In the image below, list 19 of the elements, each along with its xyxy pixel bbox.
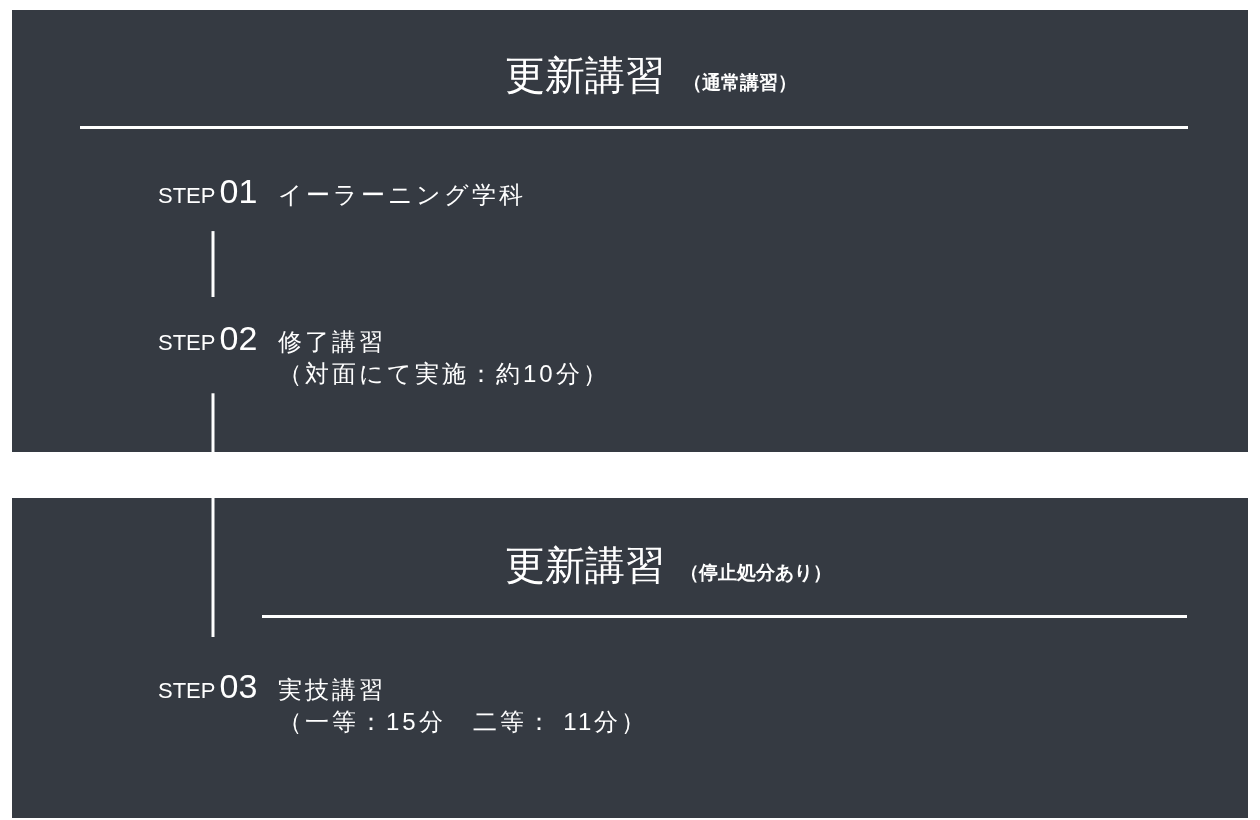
connector-line — [211, 393, 215, 637]
heading: 更新講習 — [505, 53, 665, 97]
step-number: 02 — [219, 319, 258, 359]
panel — [12, 10, 1248, 452]
step-label: STEP — [158, 331, 216, 356]
step-number: 03 — [219, 667, 258, 707]
step-title: 実技講習 — [278, 676, 387, 705]
panel — [12, 498, 1248, 818]
subheading: （停止処分あり） — [680, 563, 832, 584]
step-title: 修了講習 — [278, 328, 387, 357]
step-title: イーラーニング学科 — [278, 181, 526, 210]
step-label: STEP — [158, 184, 216, 209]
step-note: （一等：15分 二等： 11分） — [278, 707, 649, 738]
heading: 更新講習 — [505, 543, 665, 587]
subheading: （通常講習） — [683, 73, 797, 94]
step-number: 01 — [219, 172, 258, 212]
connector-line — [211, 231, 215, 297]
step-label: STEP — [158, 679, 216, 704]
step-note: （対面にて実施：約10分） — [278, 359, 610, 390]
